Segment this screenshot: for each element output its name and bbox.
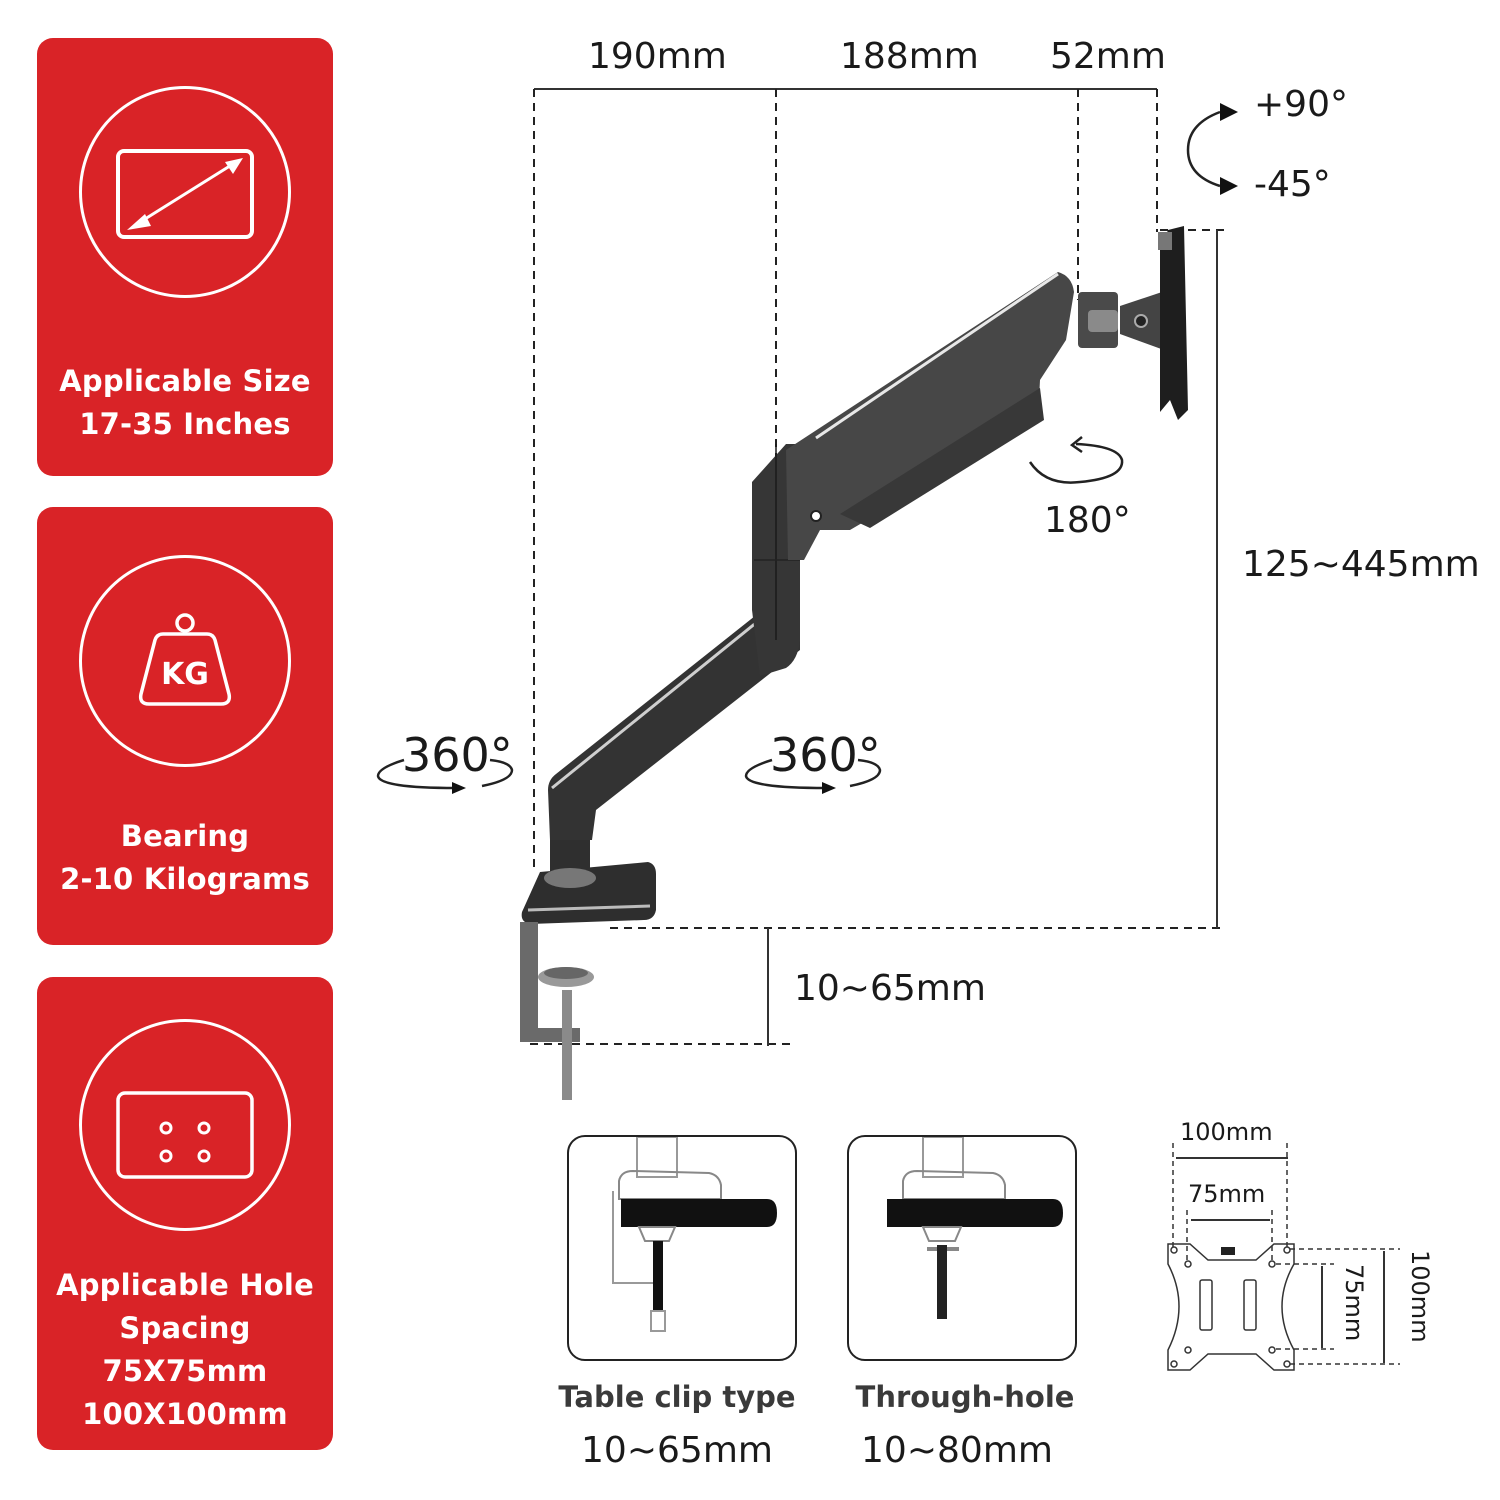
vesa-outer-height: 100mm xyxy=(1406,1250,1434,1343)
weight-kg-icon: KG xyxy=(138,613,232,706)
tilt-down-label: -45° xyxy=(1254,164,1331,205)
clamp-range-label: 10~65mm xyxy=(794,968,986,1009)
upper-arm xyxy=(786,272,1074,560)
through-hole-diagram xyxy=(847,1135,1077,1361)
dim-arm-segment-2: 188mm xyxy=(840,36,979,77)
through-hole-title: Through-hole xyxy=(855,1380,1075,1414)
table-clip-diagram xyxy=(567,1135,797,1361)
size-line-2: 17-35 Inches xyxy=(79,407,291,441)
size-line-1: Applicable Size xyxy=(59,364,311,398)
vesa-outer-width: 100mm xyxy=(1180,1118,1273,1146)
vesa-inner-height: 75mm xyxy=(1340,1264,1368,1342)
table-clip-icon xyxy=(612,1136,777,1332)
feature-card-weight: KG Bearing 2-10 Kilograms xyxy=(37,507,333,945)
svg-text:KG: KG xyxy=(161,657,209,692)
height-range-label: 125~445mm xyxy=(1242,544,1480,585)
tilt-up-label: +90° xyxy=(1254,84,1348,125)
swivel-label: 180° xyxy=(1044,500,1131,541)
dim-arm-segment-3: 52mm xyxy=(1050,36,1166,77)
feature-card-size: Applicable Size 17-35 Inches xyxy=(37,38,333,476)
monitor-diagonal-icon xyxy=(116,149,254,239)
dim-arm-segment-1: 190mm xyxy=(588,36,727,77)
icon-ring xyxy=(79,86,291,298)
swivel-arrow-icon xyxy=(1028,436,1124,484)
vesa-line-2: Spacing xyxy=(119,1311,251,1345)
table-clip-title: Table clip type xyxy=(558,1380,796,1414)
base-rotation-label: 360° xyxy=(402,728,513,782)
vesa-holes-icon xyxy=(116,1091,254,1179)
base-rotation-arrow-icon xyxy=(376,758,514,790)
elbow-rotation-arrow-icon xyxy=(744,758,882,790)
icon-ring xyxy=(79,555,291,767)
through-hole-icon xyxy=(887,1136,1063,1319)
weight-line-1: Bearing xyxy=(120,819,250,853)
vesa-line-3: 75X75mm xyxy=(102,1354,268,1388)
vesa-line-1: Applicable Hole xyxy=(56,1268,314,1302)
elbow-rotation-label: 360° xyxy=(770,728,881,782)
tilt-head xyxy=(1078,226,1188,420)
through-hole-range: 10~80mm xyxy=(861,1430,1053,1471)
icon-ring xyxy=(79,1019,291,1231)
table-clip-range: 10~65mm xyxy=(581,1430,773,1471)
vesa-inner-width: 75mm xyxy=(1188,1180,1266,1208)
weight-line-2: 2-10 Kilograms xyxy=(60,862,310,896)
vesa-line-4: 100X100mm xyxy=(82,1397,288,1431)
tilt-arrow-icon xyxy=(1186,110,1221,188)
feature-card-vesa: Applicable Hole Spacing 75X75mm 100X100m… xyxy=(37,977,333,1450)
